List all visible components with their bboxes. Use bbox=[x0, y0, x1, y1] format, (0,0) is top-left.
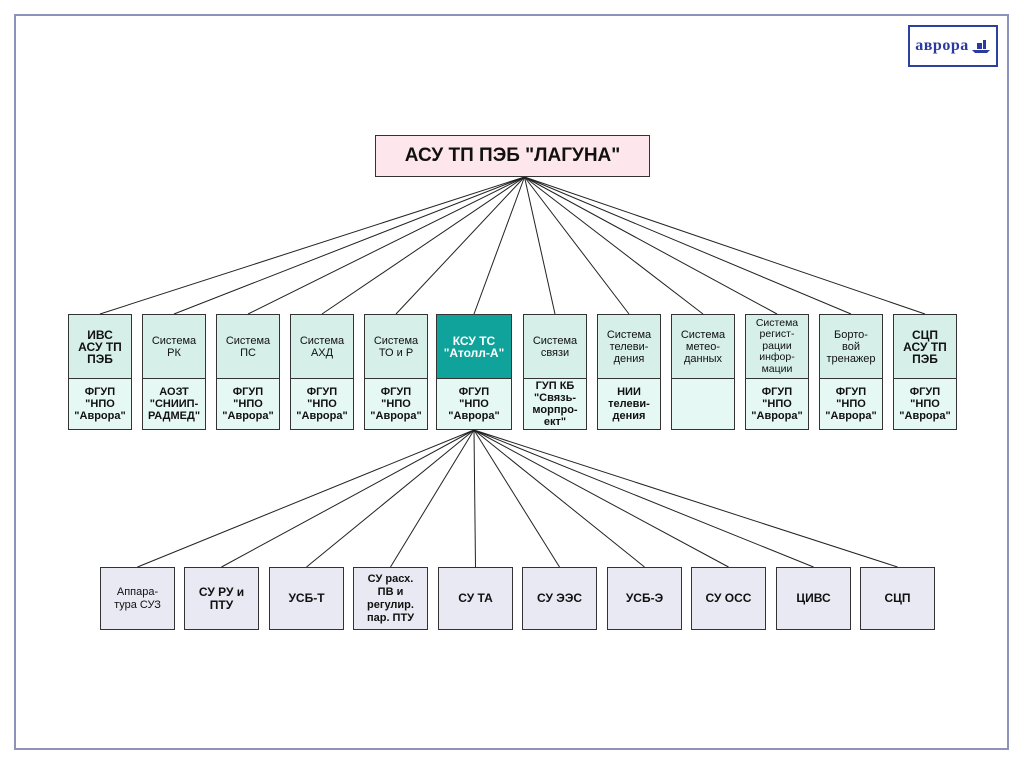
root-to-subsystem-line-11 bbox=[524, 176, 852, 315]
root-to-subsystem-line-10 bbox=[524, 176, 778, 315]
hub-to-leaf-line-10 bbox=[473, 429, 898, 568]
subsystem-org bbox=[672, 379, 734, 429]
subsystem-card-6: КСУ ТС "Атолл-А" ФГУП "НПО "Аврора" bbox=[436, 314, 512, 430]
subsystem-card-7: Система связи ГУП КБ "Связь- морпро- ект… bbox=[523, 314, 587, 430]
hub-to-leaf-line-7 bbox=[473, 429, 645, 568]
subsystem-name: Система АХД bbox=[291, 315, 353, 379]
hub-to-leaf-line-1 bbox=[137, 429, 475, 568]
subsystem-card-12: СЦП АСУ ТП ПЭБ ФГУП "НПО "Аврора" bbox=[893, 314, 957, 430]
subsystem-name: Система ПС bbox=[217, 315, 279, 379]
subsystem-name: Система связи bbox=[524, 315, 586, 379]
hub-to-leaf-line-6 bbox=[473, 429, 560, 568]
hub-to-leaf-line-2 bbox=[221, 429, 475, 568]
subsystem-card-5: Система ТО и Р ФГУП "НПО "Аврора" bbox=[364, 314, 428, 430]
subsystem-name: СЦП АСУ ТП ПЭБ bbox=[894, 315, 956, 379]
leaf-node-3: УСБ-Т bbox=[269, 567, 344, 630]
hub-to-leaf-line-4 bbox=[390, 429, 475, 568]
avrora-logo: аврора bbox=[908, 25, 998, 67]
leaf-node-10: СЦП bbox=[860, 567, 935, 630]
hub-to-leaf-line-8 bbox=[473, 429, 729, 568]
leaf-node-1: Аппара- тура СУЗ bbox=[100, 567, 175, 630]
subsystem-name: Система ТО и Р bbox=[365, 315, 427, 379]
subsystem-org: ФГУП "НПО "Аврора" bbox=[222, 386, 274, 422]
subsystem-org: ФГУП "НПО "Аврора" bbox=[74, 386, 126, 422]
hub-to-leaf-line-3 bbox=[306, 429, 475, 568]
root-to-subsystem-line-9 bbox=[524, 176, 704, 315]
subsystem-card-2: Система РК АОЗТ "СНИИП- РАДМЕД" bbox=[142, 314, 206, 430]
subsystem-name: Система регист- рации инфор- мации bbox=[746, 315, 808, 379]
root-node: АСУ ТП ПЭБ "ЛАГУНА" bbox=[375, 135, 650, 177]
hub-to-leaf-line-5 bbox=[473, 429, 476, 568]
root-to-subsystem-line-2 bbox=[173, 176, 525, 315]
subsystem-name: КСУ ТС "Атолл-А" bbox=[437, 315, 511, 379]
leaf-node-5: СУ ТА bbox=[438, 567, 513, 630]
subsystem-org: ФГУП "НПО "Аврора" bbox=[825, 386, 877, 422]
subsystem-name: Борто- вой тренажер bbox=[820, 315, 882, 379]
subsystem-card-9: Система метео- данных bbox=[671, 314, 735, 430]
root-to-subsystem-line-1 bbox=[99, 176, 525, 315]
root-to-subsystem-line-4 bbox=[321, 176, 525, 315]
logo-text: аврора bbox=[915, 37, 969, 54]
leaf-node-4: СУ расх. ПВ и регулир. пар. ПТУ bbox=[353, 567, 428, 630]
subsystem-org: ФГУП "НПО "Аврора" bbox=[751, 386, 803, 422]
root-to-subsystem-line-5 bbox=[395, 176, 525, 315]
subsystem-name: Система РК bbox=[143, 315, 205, 379]
root-to-subsystem-line-6 bbox=[473, 176, 525, 315]
subsystem-org: НИИ телеви- дения bbox=[608, 386, 650, 422]
subsystem-card-8: Система телеви- дения НИИ телеви- дения bbox=[597, 314, 661, 430]
subsystem-org: ФГУП "НПО "Аврора" bbox=[448, 386, 500, 422]
slide-frame bbox=[14, 14, 1009, 750]
hub-to-leaf-line-9 bbox=[473, 429, 814, 568]
leaf-node-6: СУ ЭЭС bbox=[522, 567, 597, 630]
subsystem-card-11: Борто- вой тренажер ФГУП "НПО "Аврора" bbox=[819, 314, 883, 430]
subsystem-card-3: Система ПС ФГУП "НПО "Аврора" bbox=[216, 314, 280, 430]
subsystem-name: ИВС АСУ ТП ПЭБ bbox=[69, 315, 131, 379]
subsystem-org: ФГУП "НПО "Аврора" bbox=[296, 386, 348, 422]
root-to-subsystem-line-12 bbox=[524, 176, 926, 315]
subsystem-org: АОЗТ "СНИИП- РАДМЕД" bbox=[147, 386, 201, 422]
leaf-node-7: УСБ-Э bbox=[607, 567, 682, 630]
root-to-subsystem-line-7 bbox=[524, 176, 556, 315]
subsystem-org: ГУП КБ "Связь- морпро- ект" bbox=[532, 380, 578, 428]
subsystem-card-1: ИВС АСУ ТП ПЭБ ФГУП "НПО "Аврора" bbox=[68, 314, 132, 430]
ship-icon bbox=[971, 40, 990, 53]
subsystem-name: Система метео- данных bbox=[672, 315, 734, 379]
leaf-node-2: СУ РУ и ПТУ bbox=[184, 567, 259, 630]
root-to-subsystem-line-8 bbox=[524, 176, 630, 315]
leaf-node-9: ЦИВС bbox=[776, 567, 851, 630]
subsystem-org: ФГУП "НПО "Аврора" bbox=[899, 386, 951, 422]
subsystem-card-10: Система регист- рации инфор- мации ФГУП … bbox=[745, 314, 809, 430]
root-to-subsystem-line-3 bbox=[247, 176, 525, 315]
leaf-node-8: СУ ОСС bbox=[691, 567, 766, 630]
subsystem-org: ФГУП "НПО "Аврора" bbox=[370, 386, 422, 422]
subsystem-name: Система телеви- дения bbox=[598, 315, 660, 379]
subsystem-card-4: Система АХД ФГУП "НПО "Аврора" bbox=[290, 314, 354, 430]
